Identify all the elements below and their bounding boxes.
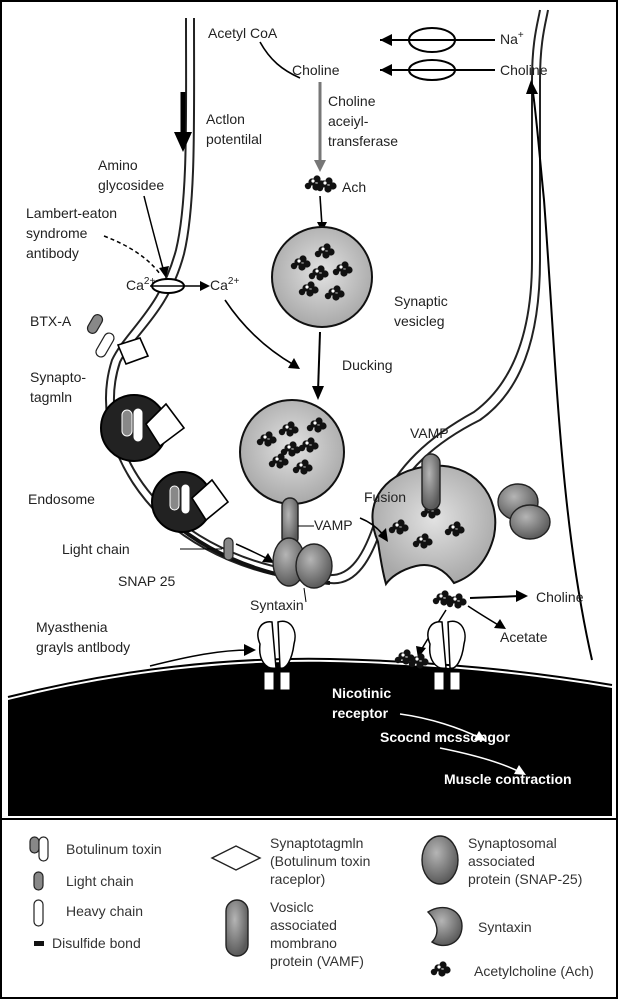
label-lambert-line-2: syndrome [26,225,88,241]
label-myasthenia-line-1: Myasthenia [36,619,108,635]
label-choline-bottom: Choline [536,589,584,605]
legend-synaptotagmin-line-1: Synaptotagmln [270,835,363,851]
label-docking: Ducking [342,357,393,373]
legend-vamp-line-2: associated [270,917,337,933]
legend-synaptotagmin-line-3: raceplor) [270,871,325,887]
disulfide-bond-icon [34,941,44,946]
label-lambert-line-1: Lambert-eaton [26,205,117,221]
label-nicotinic-line-1: Nicotinic [332,685,391,701]
legend-acetylcholine: Acetylcholine (Ach) [474,963,594,979]
legend-snap-line-3: protein (SNAP-25) [468,871,582,887]
legend-vamp-line-1: Vosiclc [270,899,314,915]
label-vamp-mid: VAMP [314,517,353,533]
label-acetyl-coa: Acetyl CoA [208,25,278,41]
label-fusion: Fusion [364,489,406,505]
label-endosome: Endosome [28,491,95,507]
label-myasthenia-line-2: grayls antlbody [36,639,130,655]
label-amino-line-1: Amino [98,157,138,173]
legend-heavy-chain: Heavy chain [66,903,143,919]
vamp-icon [226,900,248,956]
label-synapto-line-2: tagmln [30,389,72,405]
label-choline-right: Choline [500,62,548,78]
legend-snap-line-2: associated [468,853,535,869]
label-synaptic-line-2: vesicleg [394,313,445,329]
label-acetate: Acetate [500,629,548,645]
label-lambert-line-3: antibody [26,245,79,261]
label-syntaxin: Syntaxin [250,597,304,613]
label-action-line-2: potentilal [206,131,262,147]
label-synapto-line-1: Synapto- [30,369,86,385]
label-light-chain: Light chain [62,541,130,557]
label-nicotinic-line-2: receptor [332,705,389,721]
legend-disulfide-bond: Disulfide bond [52,935,141,951]
legend-vamp-line-4: protein (VAMF) [270,953,364,969]
label-enzyme-line-2: aceiyl- [328,113,369,129]
label-synaptic-line-1: Synaptic [394,293,448,309]
label-enzyme-line-3: transferase [328,133,398,149]
legend-snap-line-1: Synaptosomal [468,835,557,851]
heavy-chain-icon [34,900,43,926]
legend-vamp-line-3: mombrano [270,935,337,951]
legend-synaptotagmin-line-2: (Botulinum toxin [270,853,370,869]
light-chain-fragment [224,538,233,560]
syntaxin-protein [296,544,332,588]
legend-botulinum-toxin: Botulinum toxin [66,841,162,857]
vamp-fusion-protein [422,454,440,510]
label-action-line-1: Actlon [206,111,245,127]
label-enzyme-line-1: Choline [328,93,376,109]
muscle-fiber [8,662,612,816]
label-btx-a: BTX-A [30,313,72,329]
label-vamp-top: VAMP [410,425,449,441]
snap25-icon [422,836,458,884]
label-ach-top: Ach [342,179,366,195]
syntaxin-membrane-protein [510,505,550,539]
label-muscle-contraction: Muscle contraction [444,771,572,787]
legend-light-chain: Light chain [66,873,134,889]
label-second-messenger: Scocnd mcssongor [380,729,510,745]
legend-syntaxin: Syntaxin [478,919,532,935]
label-choline-uptake: Choline [292,62,340,78]
label-amino-line-2: glycosidee [98,177,164,193]
label-snap25: SNAP 25 [118,573,176,589]
light-chain-icon [34,872,43,890]
